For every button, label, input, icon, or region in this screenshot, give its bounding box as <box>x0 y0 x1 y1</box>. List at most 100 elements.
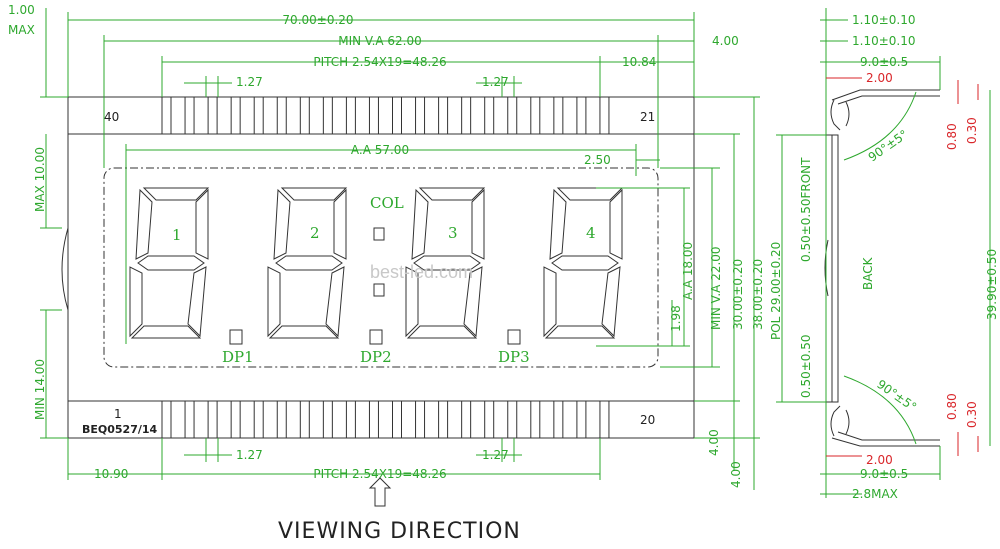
segment <box>325 266 345 338</box>
segment <box>413 255 481 271</box>
top-pins <box>161 96 610 135</box>
gap-top-left-dim: 1.27 <box>236 75 263 89</box>
colon-top <box>373 227 385 241</box>
gap-top-right-dim: 1.27 <box>482 75 509 89</box>
viewing-arrow-icon <box>368 477 392 507</box>
overall-width-dim: 70.00±0.20 <box>282 13 353 27</box>
seg-198-dim: 1.98 <box>669 305 683 332</box>
segment <box>471 188 485 260</box>
dp1-dot <box>229 329 243 345</box>
max-thickness-dim: 2.8MAX <box>852 487 898 501</box>
bottom-pin <box>438 400 449 439</box>
digit-2-label: 2 <box>310 224 320 242</box>
bottom-pins <box>161 400 610 439</box>
segment <box>267 266 281 338</box>
digits <box>129 187 624 339</box>
watermark: best-led.com <box>370 262 473 282</box>
active-area-dim: A.A 57.00 <box>351 143 409 157</box>
top-pin <box>530 96 541 135</box>
top-corner-dim: 1.00 <box>8 3 35 17</box>
bottom-pin <box>230 400 241 439</box>
top-pin <box>438 96 449 135</box>
segment <box>549 188 567 260</box>
gap-bottom-right-dim: 1.27 <box>482 448 509 462</box>
segment <box>187 266 207 338</box>
pin-bend-bottom-dim: 2.00 <box>866 453 893 467</box>
left-max-dim: MAX 10.00 <box>33 147 47 212</box>
dp2-label: DP2 <box>360 348 392 366</box>
top-pin <box>415 96 426 135</box>
front-dim: 0.50±0.50FRONT <box>799 157 813 262</box>
bottom-pin <box>184 400 195 439</box>
bottom-pin <box>484 400 495 439</box>
height-38-dim: 38.00±0.20 <box>751 259 765 330</box>
segment <box>280 187 348 201</box>
segment <box>544 325 616 339</box>
left-edge-bottom-dim: 10.90 <box>94 467 128 481</box>
aa-height-dim: A.A 18.00 <box>681 242 695 300</box>
top-pin <box>345 96 356 135</box>
bottom-pin <box>253 400 264 439</box>
bottom-pin <box>161 400 172 439</box>
offset-250-dim: 2.50 <box>584 153 611 167</box>
top-pin <box>599 96 610 135</box>
segment <box>137 255 205 271</box>
bottom-pin <box>322 400 333 439</box>
digit-1-label: 1 <box>172 226 182 244</box>
side-t1-dim: 1.10±0.10 <box>852 13 916 27</box>
segment <box>609 188 623 260</box>
digit-3-label: 3 <box>448 224 458 242</box>
segment <box>333 188 347 260</box>
pin-len-top-dim: 9.0±0.5 <box>860 55 908 69</box>
bottom-400b-dim: 4.00 <box>729 461 743 488</box>
top-pin <box>576 96 587 135</box>
digit-4-label: 4 <box>586 224 596 242</box>
top-corner-max: MAX <box>8 23 35 37</box>
bottom-pin <box>415 400 426 439</box>
r080-bottom-dim: 0.80 <box>945 393 959 420</box>
bottom-pin <box>507 400 518 439</box>
segment <box>405 266 419 338</box>
bottom-pin <box>368 400 379 439</box>
pin-21-label: 21 <box>640 110 655 124</box>
top-pin <box>253 96 264 135</box>
part-number: BEQ0527/14 <box>82 423 158 436</box>
min-va-height-dim: MIN V.A 22.00 <box>709 246 723 330</box>
bottom-pin <box>530 400 541 439</box>
min-va-dim: MIN V.A 62.00 <box>338 34 422 48</box>
bottom-400a-dim: 4.00 <box>707 429 721 456</box>
bottom-pin <box>345 400 356 439</box>
segment <box>268 325 340 339</box>
pin-20-label: 20 <box>640 413 655 427</box>
right-edge-dim: 10.84 <box>622 55 656 69</box>
segment <box>273 188 291 260</box>
left-min-dim: MIN 14.00 <box>33 359 47 420</box>
bottom-pin <box>461 400 472 439</box>
pin-bend-top-dim: 2.00 <box>866 71 893 85</box>
pitch-bottom-dim: PITCH 2.54X19=48.26 <box>313 467 446 481</box>
segment <box>551 255 619 271</box>
dp3-label: DP3 <box>498 348 530 366</box>
top-pin <box>161 96 172 135</box>
top-pin <box>507 96 518 135</box>
top-pin <box>299 96 310 135</box>
pitch-top-dim: PITCH 2.54X19=48.26 <box>313 55 446 69</box>
top-pin <box>461 96 472 135</box>
segment <box>406 325 478 339</box>
top-pin <box>392 96 402 135</box>
gap-bottom-left-dim: 1.27 <box>236 448 263 462</box>
dp2-dot <box>369 329 383 345</box>
seven-segment-digit <box>405 187 486 339</box>
seven-segment-digit <box>543 187 624 339</box>
top-pin <box>276 96 287 135</box>
dp3-dot <box>507 329 521 345</box>
top-pin <box>207 96 218 135</box>
pol-dim: POL 29.00±0.20 <box>769 242 783 340</box>
right-offset-dim: 4.00 <box>712 34 739 48</box>
segment <box>130 325 202 339</box>
viewing-area <box>103 167 659 368</box>
glass-outline <box>67 96 695 439</box>
segment <box>135 188 153 260</box>
top-pin <box>322 96 333 135</box>
segment <box>142 187 210 201</box>
